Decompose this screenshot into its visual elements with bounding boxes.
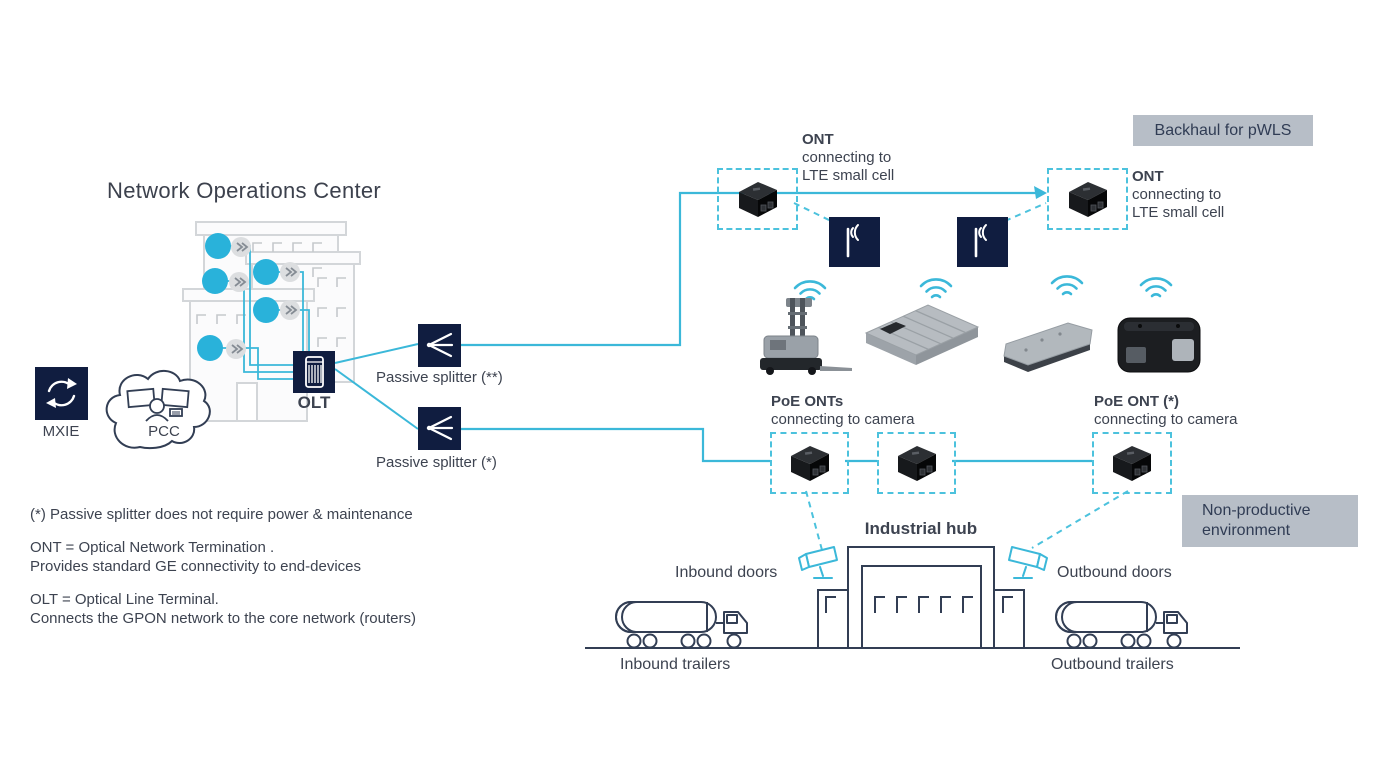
- gpon-main-lines: [461, 191, 1092, 463]
- ont-device-icon: [897, 445, 936, 482]
- poe-left-label-block: PoE ONTs connecting to camera: [771, 393, 914, 429]
- poe-right-title: PoE ONT (*): [1094, 393, 1179, 410]
- poe-right-subtitle: connecting to camera: [1094, 411, 1238, 428]
- footnote-ont-line1: ONT = Optical Network Termination .: [30, 539, 275, 556]
- splitter-icon: [426, 332, 454, 358]
- ont-right-line2: LTE small cell: [1132, 204, 1225, 221]
- antenna-icon: [846, 224, 859, 258]
- outbound-truck-icon: [1055, 601, 1188, 649]
- cctv-camera-icon: [1008, 546, 1048, 579]
- sync-arrows-icon: [46, 378, 77, 408]
- antenna-icon: [974, 224, 987, 258]
- passive-splitter-top-label: Passive splitter (**): [376, 369, 503, 386]
- wifi-icon: [919, 278, 953, 299]
- poe-right-label-block: PoE ONT (*) connecting to camera: [1094, 393, 1237, 429]
- page-title: Network Operations Center: [107, 178, 382, 203]
- pcc-label: PCC: [148, 423, 180, 440]
- ont-device-icon: [738, 181, 777, 218]
- building-windows: [196, 242, 346, 347]
- ont-right-line1: connecting to: [1132, 186, 1222, 203]
- inbound-doors-label: Inbound doors: [675, 564, 778, 581]
- passive-splitter-box-top: [418, 324, 461, 367]
- hub-door-marks: [825, 596, 1013, 613]
- footnote-olt-line1: OLT = Optical Line Terminal.: [30, 591, 219, 608]
- lte-small-cell-box-left: [829, 217, 880, 267]
- ont-device-icon: [1112, 445, 1152, 482]
- ont-device-icon: [1068, 181, 1107, 218]
- olt-box: [293, 351, 335, 393]
- splitter-icon: [426, 415, 454, 441]
- splitter-node-icons: [226, 237, 300, 359]
- ont-right-label-block: ONT connecting to LTE small cell: [1132, 168, 1224, 222]
- mxie-box: [35, 367, 88, 420]
- outbound-trailers-label: Outbound trailers: [1051, 656, 1174, 673]
- arrow-to-ont-right: [1034, 186, 1047, 199]
- ont-left-title: ONT: [802, 131, 834, 148]
- poe-left-title: PoE ONTs: [771, 393, 844, 410]
- olt-label: OLT: [297, 393, 331, 412]
- olt-splitter-links: [334, 343, 419, 430]
- inbound-truck-icon: [615, 601, 748, 649]
- poe-ont-box-2: [877, 432, 956, 494]
- footnote-splitter: (*) Passive splitter does not require po…: [30, 506, 413, 523]
- ont-left-line1: connecting to: [802, 149, 892, 166]
- footnote-olt-line2: Connects the GPON network to the core ne…: [30, 610, 416, 627]
- poe-left-subtitle: connecting to camera: [771, 411, 915, 428]
- lte-small-cell-box-right: [957, 217, 1008, 267]
- footnote-ont-line2: Provides standard GE connectivity to end…: [30, 558, 362, 575]
- ont-device-box-left: [717, 168, 798, 230]
- passive-splitter-bottom-label: Passive splitter (*): [376, 454, 497, 471]
- building-ont-circles: [197, 233, 300, 361]
- footnotes: (*) Passive splitter does not require po…: [30, 505, 510, 642]
- backhaul-badge: Backhaul for pWLS: [1133, 115, 1313, 146]
- forklift-agv-image: [760, 298, 852, 375]
- passive-splitter-box-bottom: [418, 407, 461, 450]
- poe-ont-box-1: [770, 432, 849, 494]
- dashed-connectors: [793, 202, 1129, 551]
- wifi-icon: [1139, 277, 1173, 298]
- ont-left-line2: LTE small cell: [802, 167, 895, 184]
- cctv-camera-icon: [798, 546, 838, 579]
- inbound-trailers-label: Inbound trailers: [620, 656, 731, 673]
- wifi-icon: [793, 280, 827, 301]
- poe-ont-box-3: [1092, 432, 1172, 494]
- pallet-agv-image: [864, 304, 980, 365]
- flat-agv-image: [1003, 322, 1093, 372]
- outbound-doors-label: Outbound doors: [1057, 564, 1172, 581]
- amr-robot-image: [1117, 317, 1201, 373]
- footnote-ont: ONT = Optical Network Termination . Prov…: [30, 538, 510, 576]
- ont-device-box-right: [1047, 168, 1128, 230]
- wifi-icon: [1050, 275, 1084, 296]
- ont-device-icon: [790, 445, 829, 482]
- ont-left-label-block: ONT connecting to LTE small cell: [802, 131, 894, 185]
- mxie-label: MXIE: [42, 423, 80, 440]
- industrial-hub-title: Industrial hub: [864, 519, 978, 538]
- pcc-cloud-icon: [105, 370, 211, 450]
- footnote-olt: OLT = Optical Line Terminal. Connects th…: [30, 590, 510, 628]
- rack-icon: [305, 356, 324, 388]
- non-productive-badge: Non-productive environment: [1182, 495, 1358, 547]
- ont-right-title: ONT: [1132, 168, 1164, 185]
